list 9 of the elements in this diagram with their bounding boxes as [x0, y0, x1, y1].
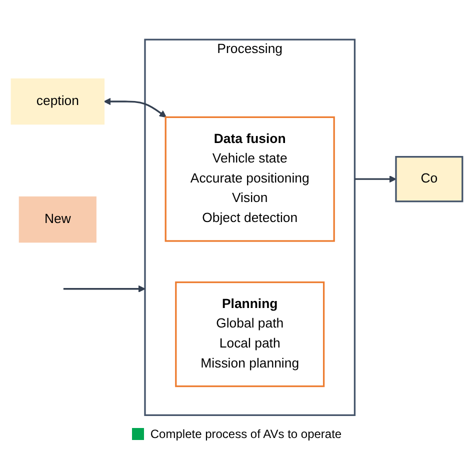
node-box: ception	[10, 78, 105, 124]
arrow	[104, 97, 167, 118]
node-box: Data fusion Vehicle state Accurate positioning Vision Object detection	[164, 116, 335, 242]
arrow	[63, 284, 146, 292]
node-box: Co	[395, 156, 464, 202]
arrow	[354, 175, 396, 182]
node-box: New	[18, 196, 96, 242]
node-box: Planning Global path Local path Mission planning	[175, 281, 325, 387]
legend-text: Complete process of AVs to operate	[150, 427, 342, 442]
